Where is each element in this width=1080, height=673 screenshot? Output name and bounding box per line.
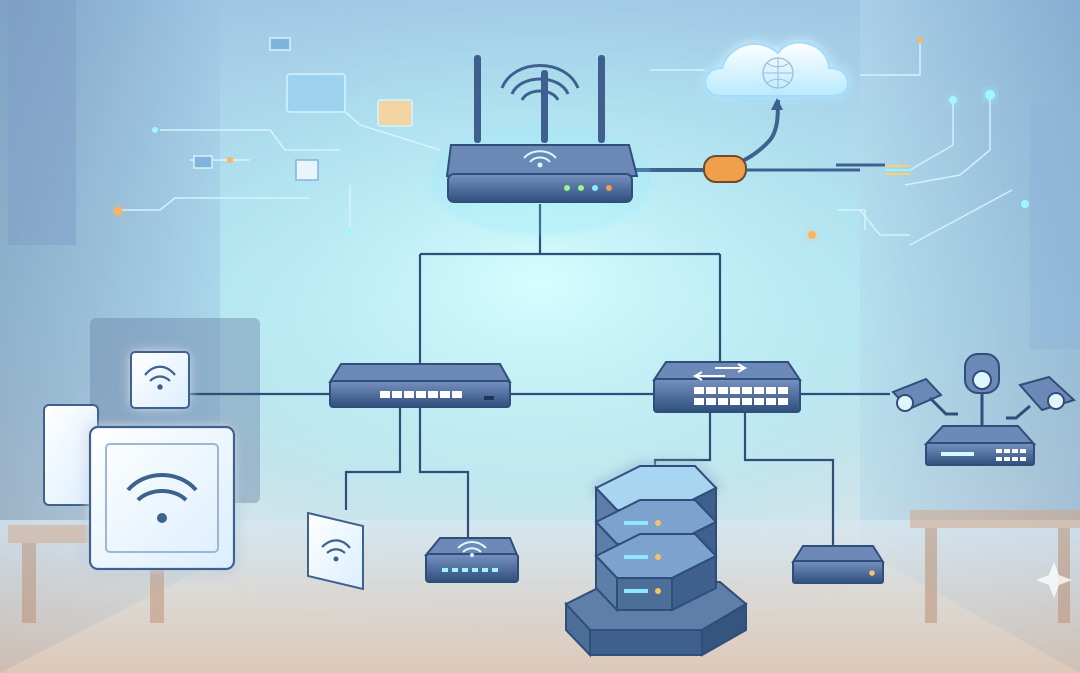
security-camera-icon <box>964 353 1000 426</box>
network-switch-icon <box>652 361 802 413</box>
security-camera-icon <box>891 377 958 416</box>
left-network-lights <box>114 127 353 233</box>
wifi-panel-icon <box>130 351 190 409</box>
wifi-router-icon <box>431 55 651 235</box>
sparkle-icon <box>1036 562 1072 598</box>
upper-left-network-graphics <box>120 37 441 230</box>
wifi-panel-icon <box>307 511 364 591</box>
cloud-icon <box>704 41 849 97</box>
modem-icon <box>423 537 519 583</box>
main-links <box>190 204 890 546</box>
security-camera-icon <box>1006 375 1076 420</box>
server-stack-icon <box>564 465 748 658</box>
right-wall <box>860 0 1080 673</box>
upper-right-network-graphics <box>650 40 1013 246</box>
room-furniture-right <box>910 104 1080 623</box>
plain-device-icon <box>791 545 885 584</box>
network-switch-icon <box>328 363 512 408</box>
internet-cable <box>629 98 912 183</box>
wifi-panel-icon <box>43 404 236 571</box>
right-network-lights <box>808 37 1029 239</box>
recorder-device-icon <box>923 425 1037 466</box>
